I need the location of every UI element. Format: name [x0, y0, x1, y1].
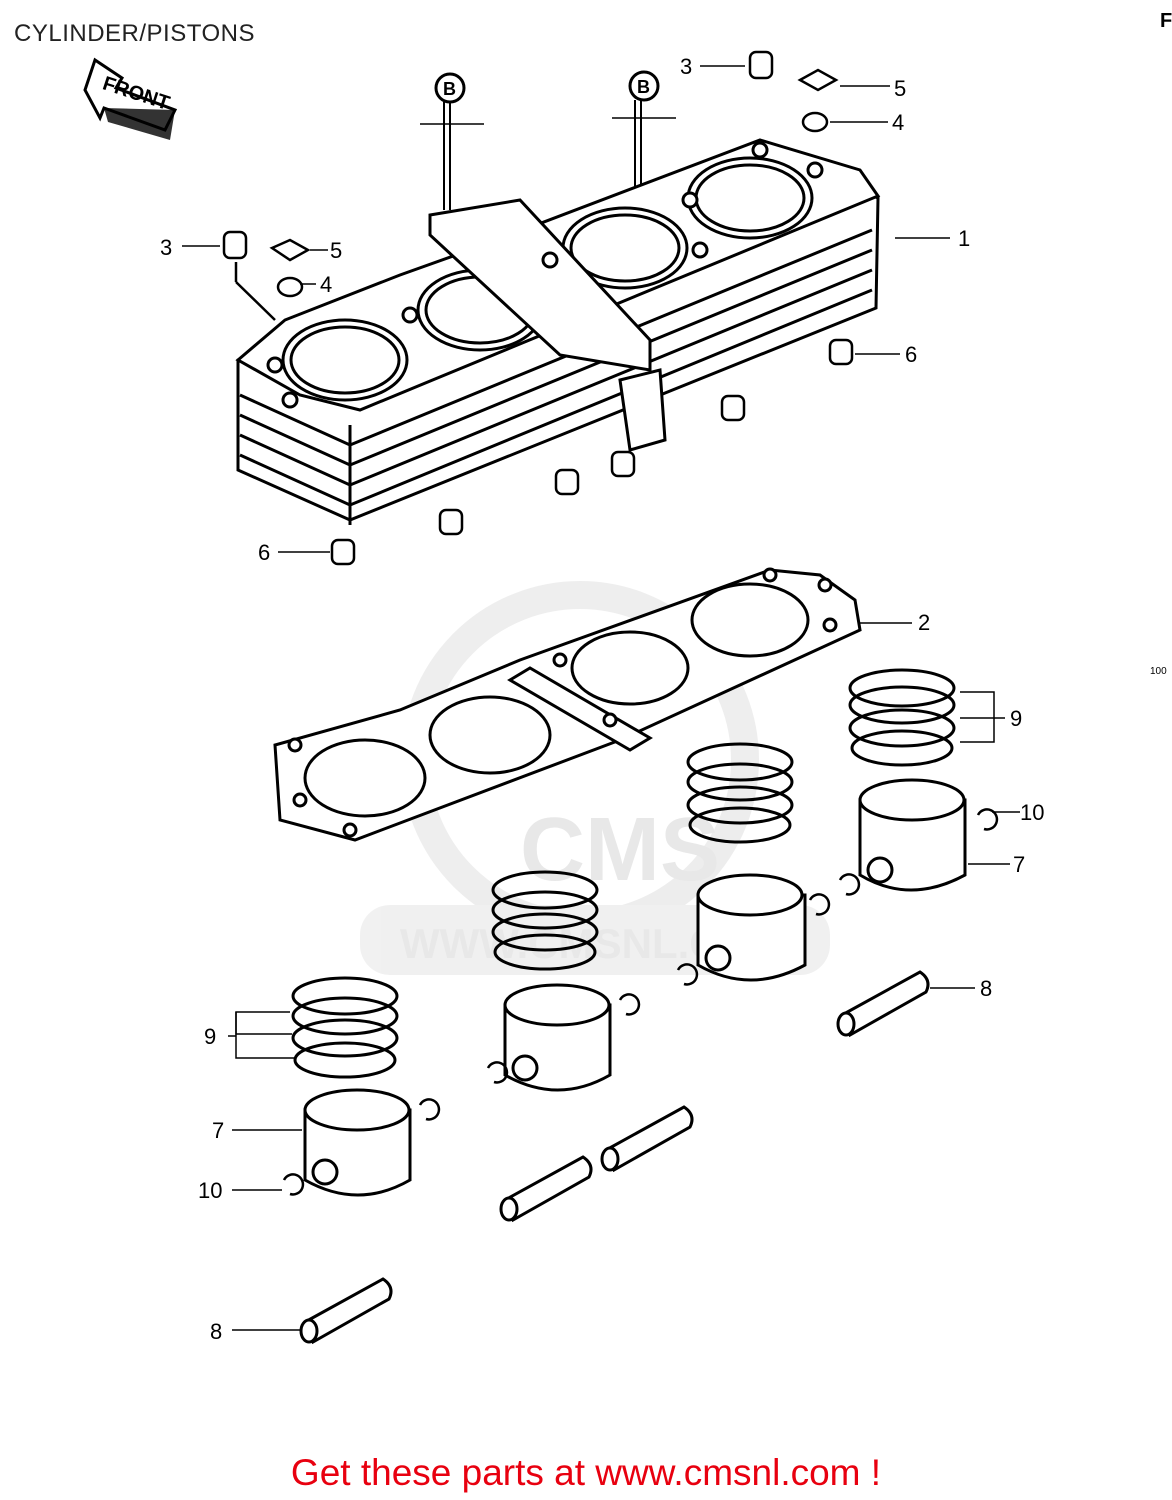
callout-3b: 3	[160, 235, 172, 260]
watermark-logo-text: CMS	[520, 800, 720, 900]
ref-b-left: B	[443, 79, 456, 99]
cylinder-block	[235, 138, 881, 525]
callout-7a: 7	[1013, 852, 1025, 877]
callout-leaders	[182, 65, 1020, 1331]
oil-passage-parts	[222, 50, 839, 321]
callout-7b: 7	[212, 1118, 224, 1143]
callout-10a: 10	[1020, 800, 1044, 825]
callout-4b: 4	[320, 272, 332, 297]
piston-ring-sets	[291, 668, 956, 1079]
callout-10b: 10	[198, 1178, 222, 1203]
page-code: 100	[1150, 666, 1167, 677]
piston-pins	[299, 970, 930, 1345]
parts-link-banner[interactable]: Get these parts at www.cmsnl.com !	[290, 1452, 882, 1493]
callout-numbers: 1 2 3 3 4 4 5 5 6 6 7 7 8 8 9 9 10 10	[160, 54, 1044, 1344]
diagram-title: CYLINDER/PISTONS	[14, 20, 255, 47]
callout-3a: 3	[680, 54, 692, 79]
callout-1: 1	[958, 226, 970, 251]
cylinder-head-gasket	[273, 567, 862, 842]
callout-6b: 6	[258, 540, 270, 565]
reference-marker-left: B	[420, 72, 484, 210]
callout-9a: 9	[1010, 706, 1022, 731]
callout-5a: 5	[894, 76, 906, 101]
dowel-pins	[330, 338, 854, 566]
piston-pin-clips	[282, 808, 999, 1196]
callout-2: 2	[918, 610, 930, 635]
page-corner-letter: F	[1160, 10, 1172, 32]
callout-9b: 9	[204, 1024, 216, 1049]
callout-4a: 4	[892, 110, 904, 135]
callout-8b: 8	[210, 1319, 222, 1344]
front-arrow-icon: FRONT	[83, 57, 178, 140]
callout-8a: 8	[980, 976, 992, 1001]
callout-5b: 5	[330, 238, 342, 263]
callout-6a: 6	[905, 342, 917, 367]
pistons	[303, 778, 967, 1197]
ref-b-right: B	[637, 77, 650, 97]
